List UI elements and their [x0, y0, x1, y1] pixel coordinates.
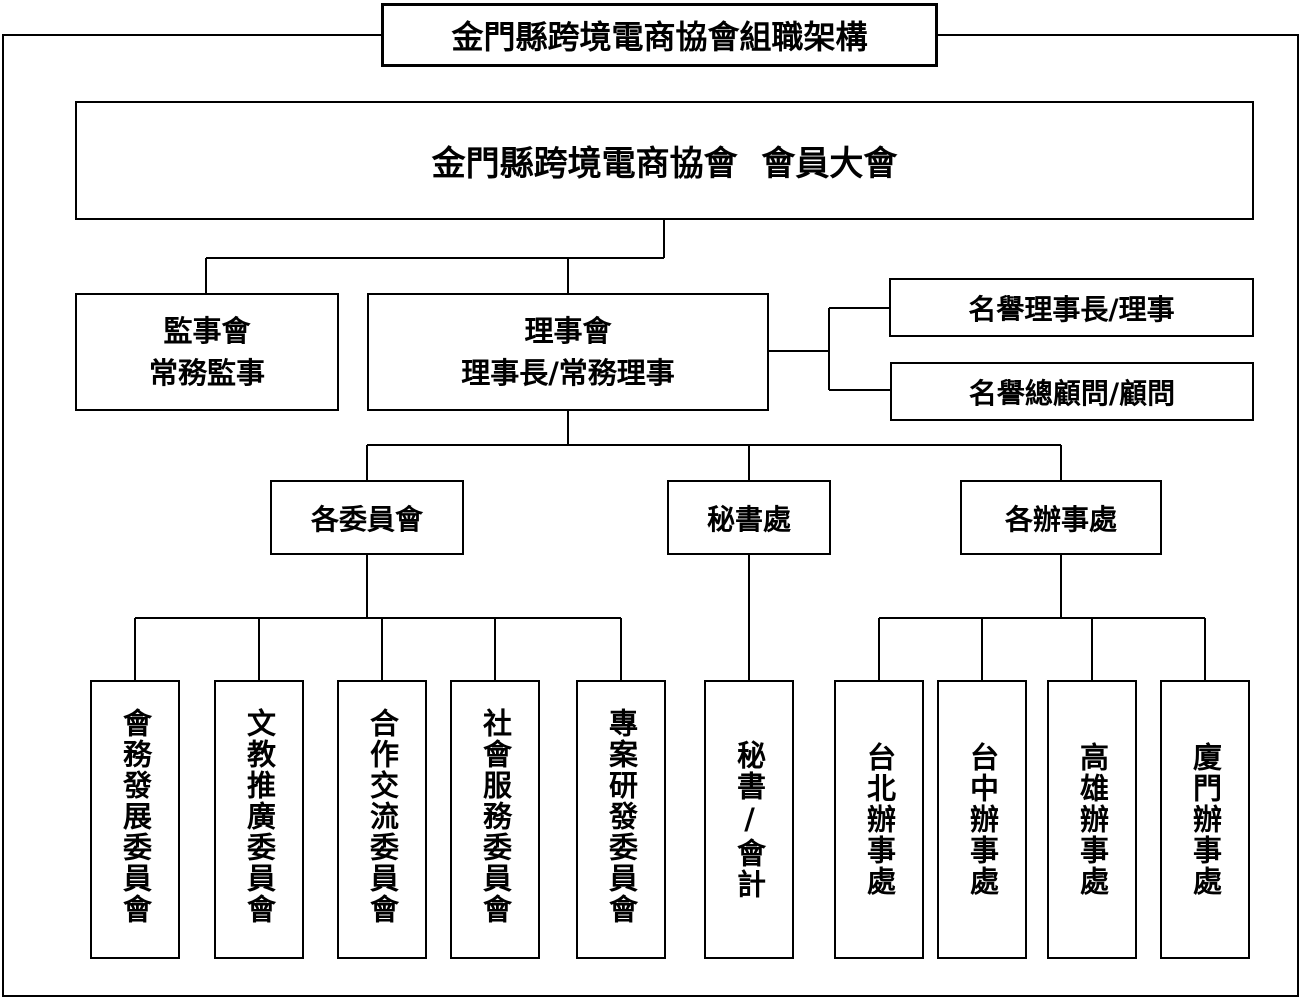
general-assembly-label: 金門縣跨境電商協會 會員大會 — [431, 144, 898, 184]
committee-label: 合作交流委員會 — [365, 708, 400, 925]
office-box: 台中辦事處 — [937, 680, 1027, 959]
secretariat-division-label: 秘書處 — [706, 502, 791, 536]
board-line1: 理事會 — [524, 314, 612, 348]
board-box: 理事會 理事長/常務理事 — [367, 293, 769, 411]
committee-label: 會務發展委員會 — [118, 708, 153, 925]
supervisors-line1: 監事會 — [163, 314, 251, 348]
secretariat-division-box: 秘書處 — [667, 480, 831, 555]
honorary-advisor-box: 名譽總顧問/顧問 — [890, 362, 1254, 421]
committee-box: 文教推廣委員會 — [214, 680, 304, 959]
office-label: 台中辦事處 — [965, 742, 1000, 897]
office-box: 台北辦事處 — [834, 680, 924, 959]
supervisors-box: 監事會 常務監事 — [75, 293, 339, 411]
committee-label: 專案研發委員會 — [604, 708, 639, 925]
office-box: 廈門辦事處 — [1160, 680, 1250, 959]
honorary-advisor-label: 名譽總顧問/顧問 — [968, 376, 1176, 410]
secretariat-staff-label: 秘書/會計 — [732, 739, 767, 900]
page-title: 金門縣跨境電商協會組職架構 — [381, 3, 938, 67]
committees-division-box: 各委員會 — [270, 480, 464, 555]
office-label: 台北辦事處 — [862, 742, 897, 897]
secretariat-staff-box: 秘書/會計 — [704, 680, 794, 959]
committee-box: 合作交流委員會 — [337, 680, 427, 959]
committee-box: 會務發展委員會 — [90, 680, 180, 959]
office-label: 高雄辦事處 — [1075, 742, 1110, 897]
committees-division-label: 各委員會 — [310, 502, 423, 536]
committee-box: 專案研發委員會 — [576, 680, 666, 959]
committee-label: 社會服務委員會 — [478, 708, 513, 925]
offices-division-box: 各辦事處 — [960, 480, 1162, 555]
honorary-chair-label: 名譽理事長/理事 — [968, 292, 1175, 326]
board-line2: 理事長/常務理事 — [461, 356, 675, 390]
offices-division-label: 各辦事處 — [1004, 502, 1117, 536]
general-assembly-box: 金門縣跨境電商協會 會員大會 — [75, 101, 1254, 220]
office-box: 高雄辦事處 — [1047, 680, 1137, 959]
honorary-chair-box: 名譽理事長/理事 — [889, 278, 1254, 337]
office-label: 廈門辦事處 — [1188, 742, 1223, 897]
supervisors-line2: 常務監事 — [148, 356, 265, 390]
committee-box: 社會服務委員會 — [450, 680, 540, 959]
committee-label: 文教推廣委員會 — [242, 708, 277, 925]
